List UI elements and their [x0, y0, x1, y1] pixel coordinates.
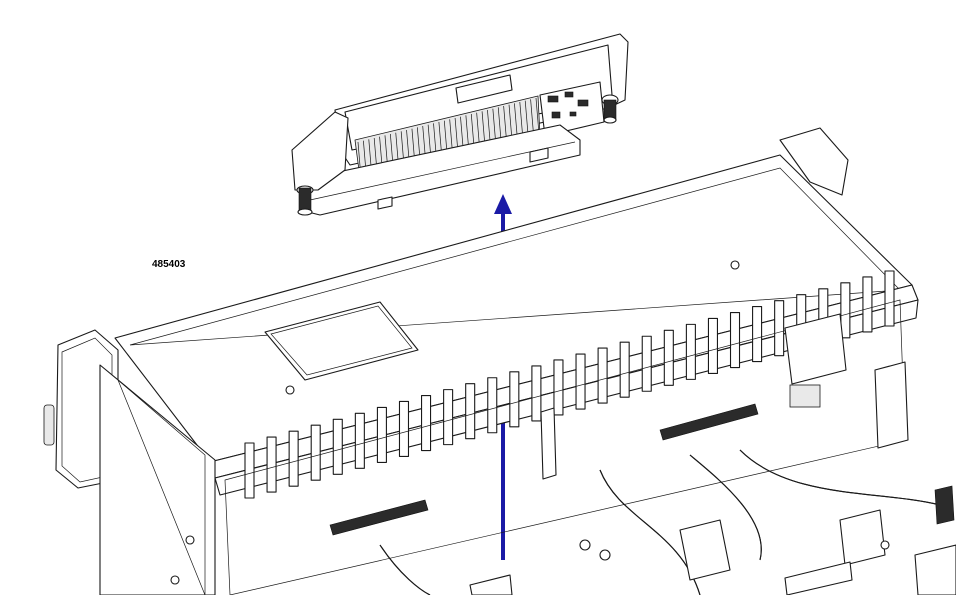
heatsink-fin: [519, 101, 524, 139]
backplane-slot: [266, 436, 277, 493]
backplane-slot: [840, 282, 851, 339]
backplane-slot: [752, 306, 763, 363]
backplane-slot: [288, 430, 299, 487]
heatsink-fin: [514, 103, 518, 140]
backplane-slot: [575, 353, 586, 410]
backplane-slot: [421, 395, 432, 452]
backplane-slot: [310, 424, 321, 481]
lifted-module: [291, 33, 629, 216]
backplane-slot: [332, 418, 343, 475]
server-chassis: [43, 127, 956, 595]
part-number-label: 485403: [152, 259, 186, 270]
backplane-slot: [685, 323, 696, 380]
heatsink-fin: [524, 100, 529, 137]
backplane-slot: [354, 412, 365, 469]
backplane-slot: [729, 311, 741, 369]
backplane-slot: [553, 359, 564, 416]
backplane-slot: [619, 341, 630, 398]
backplane-slot: [443, 389, 454, 446]
backplane-slot: [597, 347, 608, 404]
backplane-slot: [774, 300, 785, 357]
heatsink-fin: [508, 104, 513, 141]
heatsink-fin: [530, 99, 534, 136]
backplane-slot: [707, 317, 718, 374]
backplane-slot: [663, 329, 674, 386]
backplane-slot: [465, 383, 476, 440]
backplane-slot: [862, 276, 873, 333]
backplane-slot: [244, 442, 255, 499]
backplane-slot: [509, 371, 520, 428]
backplane-slot: [884, 270, 895, 327]
heatsink-fin: [535, 97, 540, 135]
backplane-slot: [641, 335, 652, 392]
backplane-slot: [531, 365, 542, 422]
backplane-slot: [398, 400, 410, 458]
backplane-slot: [376, 406, 387, 463]
backplane-slot: [487, 377, 498, 434]
